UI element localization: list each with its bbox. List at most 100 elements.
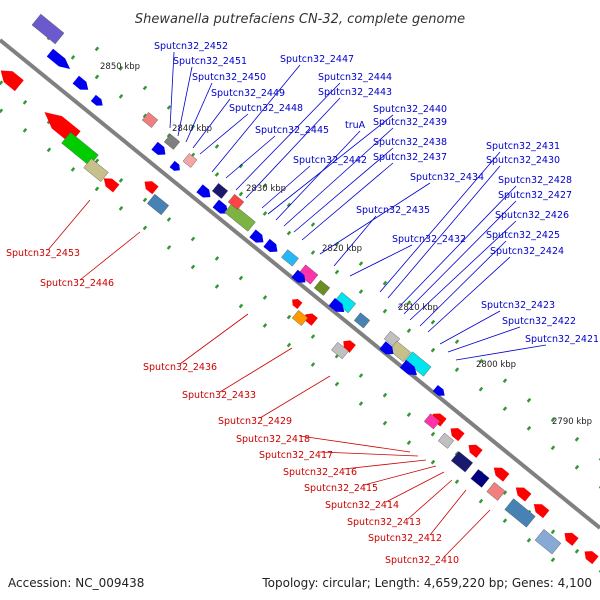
gene-feature[interactable] xyxy=(196,184,213,201)
gene-feature[interactable] xyxy=(263,238,280,256)
gene-label[interactable]: Sputcn32_2422 xyxy=(502,316,576,327)
gene-feature[interactable] xyxy=(437,432,455,449)
gene-label[interactable]: Sputcn32_2440 xyxy=(373,104,447,115)
gene-label[interactable]: Sputcn32_2426 xyxy=(495,210,569,221)
gene-feature[interactable] xyxy=(328,297,348,316)
gene-feature[interactable] xyxy=(534,529,562,555)
gene-label[interactable]: Sputcn32_2448 xyxy=(229,103,303,114)
gene-feature[interactable] xyxy=(0,65,24,92)
gene-feature[interactable] xyxy=(146,193,170,216)
gene-feature[interactable] xyxy=(379,341,396,358)
gene-label[interactable]: Sputcn32_2410 xyxy=(385,555,459,566)
gene-feature[interactable] xyxy=(429,410,447,427)
gene-feature[interactable] xyxy=(83,158,109,182)
gene-label[interactable]: Sputcn32_2447 xyxy=(280,54,354,65)
gene-label[interactable]: Sputcn32_2430 xyxy=(486,155,560,166)
gene-label[interactable]: Sputcn32_2429 xyxy=(218,416,292,427)
gene-feature[interactable] xyxy=(141,112,159,128)
gene-feature[interactable] xyxy=(281,249,299,267)
gene-feature[interactable] xyxy=(388,340,412,362)
gene-feature[interactable] xyxy=(90,94,105,109)
gene-label[interactable]: Sputcn32_2452 xyxy=(154,41,228,52)
gene-feature[interactable] xyxy=(212,199,232,218)
gene-label[interactable]: Sputcn32_2428 xyxy=(498,175,572,186)
gene-feature[interactable] xyxy=(504,498,536,528)
gene-label[interactable]: Sputcn32_2425 xyxy=(486,230,560,241)
gene-feature[interactable] xyxy=(211,182,229,199)
gene-label[interactable]: Sputcn32_2450 xyxy=(192,72,266,83)
gene-feature[interactable] xyxy=(423,413,441,430)
gene-feature[interactable] xyxy=(163,133,181,150)
gene-label[interactable]: Sputcn32_2427 xyxy=(498,190,572,201)
gene-feature[interactable] xyxy=(31,13,65,45)
gene-label[interactable]: Sputcn32_2439 xyxy=(373,117,447,128)
gene-label[interactable]: Sputcn32_2449 xyxy=(211,88,285,99)
gene-feature[interactable] xyxy=(491,464,510,482)
gene-block xyxy=(163,133,181,150)
gene-label[interactable]: Sputcn32_2417 xyxy=(259,450,333,461)
gene-feature[interactable] xyxy=(291,269,308,287)
gene-label[interactable]: Sputcn32_2446 xyxy=(40,278,114,289)
gene-feature[interactable] xyxy=(182,153,198,168)
scale-label: 2820 kbp xyxy=(322,244,362,254)
gene-feature[interactable] xyxy=(331,341,349,360)
gene-feature[interactable] xyxy=(465,441,483,458)
gene-label[interactable]: Sputcn32_2435 xyxy=(356,205,430,216)
gene-feature[interactable] xyxy=(227,194,245,210)
gene-feature[interactable] xyxy=(450,451,474,473)
gene-label[interactable]: Sputcn32_2453 xyxy=(6,248,80,259)
gene-feature[interactable] xyxy=(302,310,318,326)
gene-feature[interactable] xyxy=(46,48,73,73)
gene-feature[interactable] xyxy=(72,75,92,94)
gene-feature[interactable] xyxy=(470,469,490,488)
gene-label[interactable]: Sputcn32_2443 xyxy=(318,87,392,98)
gene-feature[interactable] xyxy=(249,229,266,247)
gene-feature[interactable] xyxy=(581,548,599,565)
gene-label[interactable]: Sputcn32_2418 xyxy=(236,434,310,445)
gene-block xyxy=(61,131,99,167)
gene-label[interactable]: Sputcn32_2412 xyxy=(368,533,442,544)
gene-arrow xyxy=(379,341,394,355)
leader-line xyxy=(283,127,394,227)
gene-feature[interactable] xyxy=(141,178,159,195)
gene-label[interactable]: Sputcn32_2432 xyxy=(392,234,466,245)
gene-feature[interactable] xyxy=(151,141,168,159)
gene-arrow xyxy=(46,48,71,70)
gene-feature[interactable] xyxy=(101,175,120,193)
gene-label[interactable]: Sputcn32_2424 xyxy=(490,246,564,257)
gene-feature[interactable] xyxy=(486,482,506,501)
gene-label[interactable]: Sputcn32_2442 xyxy=(293,155,367,166)
gene-label[interactable]: Sputcn32_2415 xyxy=(304,483,378,494)
gene-feature[interactable] xyxy=(353,312,371,329)
gene-label[interactable]: Sputcn32_2444 xyxy=(318,72,392,83)
gene-label[interactable]: Sputcn32_2413 xyxy=(347,517,421,528)
gene-feature[interactable] xyxy=(531,500,550,519)
gene-feature[interactable] xyxy=(291,310,309,326)
leader-line xyxy=(301,162,394,241)
gene-feature[interactable] xyxy=(169,160,183,174)
gene-feature[interactable] xyxy=(224,202,256,232)
gene-label[interactable]: Sputcn32_2436 xyxy=(143,362,217,373)
gene-feature[interactable] xyxy=(513,484,532,502)
gene-label[interactable]: Sputcn32_2438 xyxy=(373,137,447,148)
gene-label[interactable]: Sputcn32_2434 xyxy=(410,172,484,183)
gene-feature[interactable] xyxy=(61,131,99,167)
gene-label[interactable]: truA xyxy=(345,120,366,131)
gene-feature[interactable] xyxy=(313,279,331,296)
gene-feature[interactable] xyxy=(561,529,579,546)
gene-label[interactable]: Sputcn32_2431 xyxy=(486,141,560,152)
gene-block xyxy=(227,194,245,210)
track-dot xyxy=(334,241,340,247)
gene-feature[interactable] xyxy=(290,296,303,310)
gene-label[interactable]: Sputcn32_2421 xyxy=(525,334,599,345)
gene-label[interactable]: Sputcn32_2451 xyxy=(173,56,247,67)
gene-label[interactable]: Sputcn32_2437 xyxy=(373,152,447,163)
gene-label[interactable]: Sputcn32_2414 xyxy=(325,500,399,511)
gene-feature[interactable] xyxy=(399,359,420,379)
gene-feature[interactable] xyxy=(447,425,465,442)
gene-feature[interactable] xyxy=(432,384,447,399)
gene-label[interactable]: Sputcn32_2423 xyxy=(481,300,555,311)
gene-label[interactable]: Sputcn32_2445 xyxy=(255,125,329,136)
gene-label[interactable]: Sputcn32_2433 xyxy=(182,390,256,401)
gene-label[interactable]: Sputcn32_2416 xyxy=(283,467,357,478)
